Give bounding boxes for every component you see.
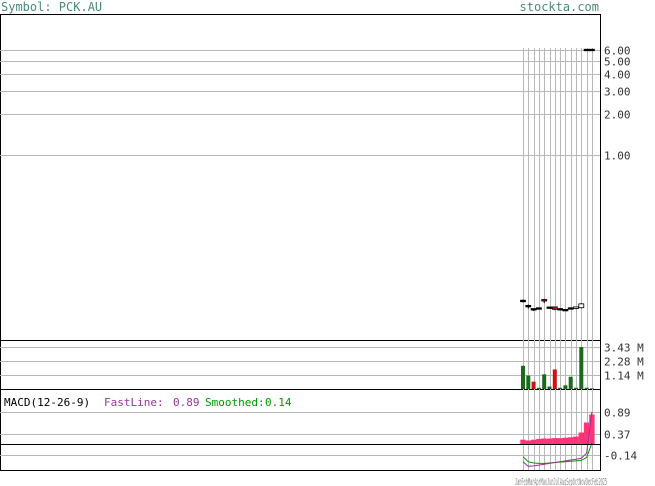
macd-histogram-bar (562, 437, 569, 445)
volume-bar (531, 381, 536, 389)
macd-smoothed-value: 0.14 (265, 396, 292, 409)
grid-lines (0, 50, 600, 456)
candle-body (589, 48, 595, 52)
price-tick-label: 5.00 (604, 56, 631, 69)
volume-bar (521, 365, 525, 389)
candle-body (525, 304, 532, 308)
volume-bar (542, 374, 547, 389)
volume-bar (552, 369, 557, 389)
macd-tick-label: 0.37 (604, 429, 631, 442)
macd-fastline-value: 0.89 (173, 396, 200, 409)
candle-body (536, 307, 542, 310)
macd-histogram-bar (536, 438, 542, 445)
candle-body (562, 308, 569, 312)
volume-tick-label: 2.28 M (604, 356, 644, 369)
macd-histogram-bar (541, 438, 547, 445)
macd-histogram-bar (573, 436, 579, 445)
volume-bar (526, 375, 531, 389)
candle-body (583, 48, 590, 52)
volume-bar (589, 388, 594, 389)
volume-tick-label: 3.43 M (604, 342, 644, 355)
price-tick-label: 3.00 (604, 86, 631, 99)
macd-fastline-line (522, 411, 593, 467)
price-tick-label: 2.00 (604, 109, 631, 122)
volume-bar (574, 387, 578, 389)
price-axis: 6.005.004.00 3.00 2.00 1.00 (604, 45, 631, 163)
macd-tick-label: -0.14 (604, 450, 637, 463)
macd-lines (522, 411, 593, 467)
volume-bar (558, 387, 563, 389)
macd-histogram-bar (589, 414, 595, 445)
macd-histogram-bar (520, 439, 526, 445)
macd-histogram-bar (557, 438, 563, 445)
candle-body (530, 308, 537, 311)
macd-title: MACD(12-26-9) (4, 396, 90, 409)
x-axis-labels: JanFebMarAprMayJunJulAugSepOctNovDecFeb2… (515, 477, 607, 486)
volume-bar (568, 376, 573, 389)
volume-bar (579, 347, 584, 389)
candle-body (557, 308, 563, 311)
macd-histogram-bar (530, 439, 537, 445)
volume-bars (521, 347, 594, 389)
vertical-grid-lines (523, 48, 593, 470)
candle-body (567, 307, 574, 310)
price-tick-label: 4.00 (604, 69, 631, 82)
volume-bar (547, 386, 552, 389)
macd-histogram-bar (578, 432, 584, 445)
macd-histogram-bar (583, 422, 590, 445)
macd-histogram-bar (552, 438, 558, 445)
price-panel-frame (0, 14, 601, 341)
candle-body (520, 299, 526, 303)
volume-tick-label: 1.14 M (604, 370, 644, 383)
macd-axis: 0.89 0.37 -0.14 (604, 407, 637, 463)
macd-fastline-label: FastLine: (104, 396, 164, 409)
macd-tick-label: 0.89 (604, 407, 631, 420)
macd-histogram-bar (568, 437, 574, 445)
candle-body (578, 303, 585, 309)
macd-panel-frame (0, 389, 601, 471)
price-tick-label: 6.00 (604, 45, 631, 58)
volume-bar (536, 387, 541, 389)
site-link[interactable]: stockta.com (519, 0, 599, 14)
macd-histogram-bar (546, 438, 553, 445)
candle-body (546, 306, 553, 309)
volume-bar (563, 385, 568, 389)
macd-histogram-bar (525, 440, 531, 445)
candle-body (541, 299, 548, 302)
price-tick-label: 1.00 (604, 150, 631, 163)
volume-axis: 3.43 M2.28 M1.14 M (604, 342, 644, 383)
macd-histogram (520, 414, 595, 445)
macd-smoothed-label: Smoothed: (205, 396, 265, 409)
candles (520, 48, 595, 312)
candle-body (551, 306, 558, 310)
symbol-label: Symbol: PCK.AU (1, 0, 103, 14)
candle-body (573, 306, 579, 309)
volume-bar (584, 387, 589, 389)
